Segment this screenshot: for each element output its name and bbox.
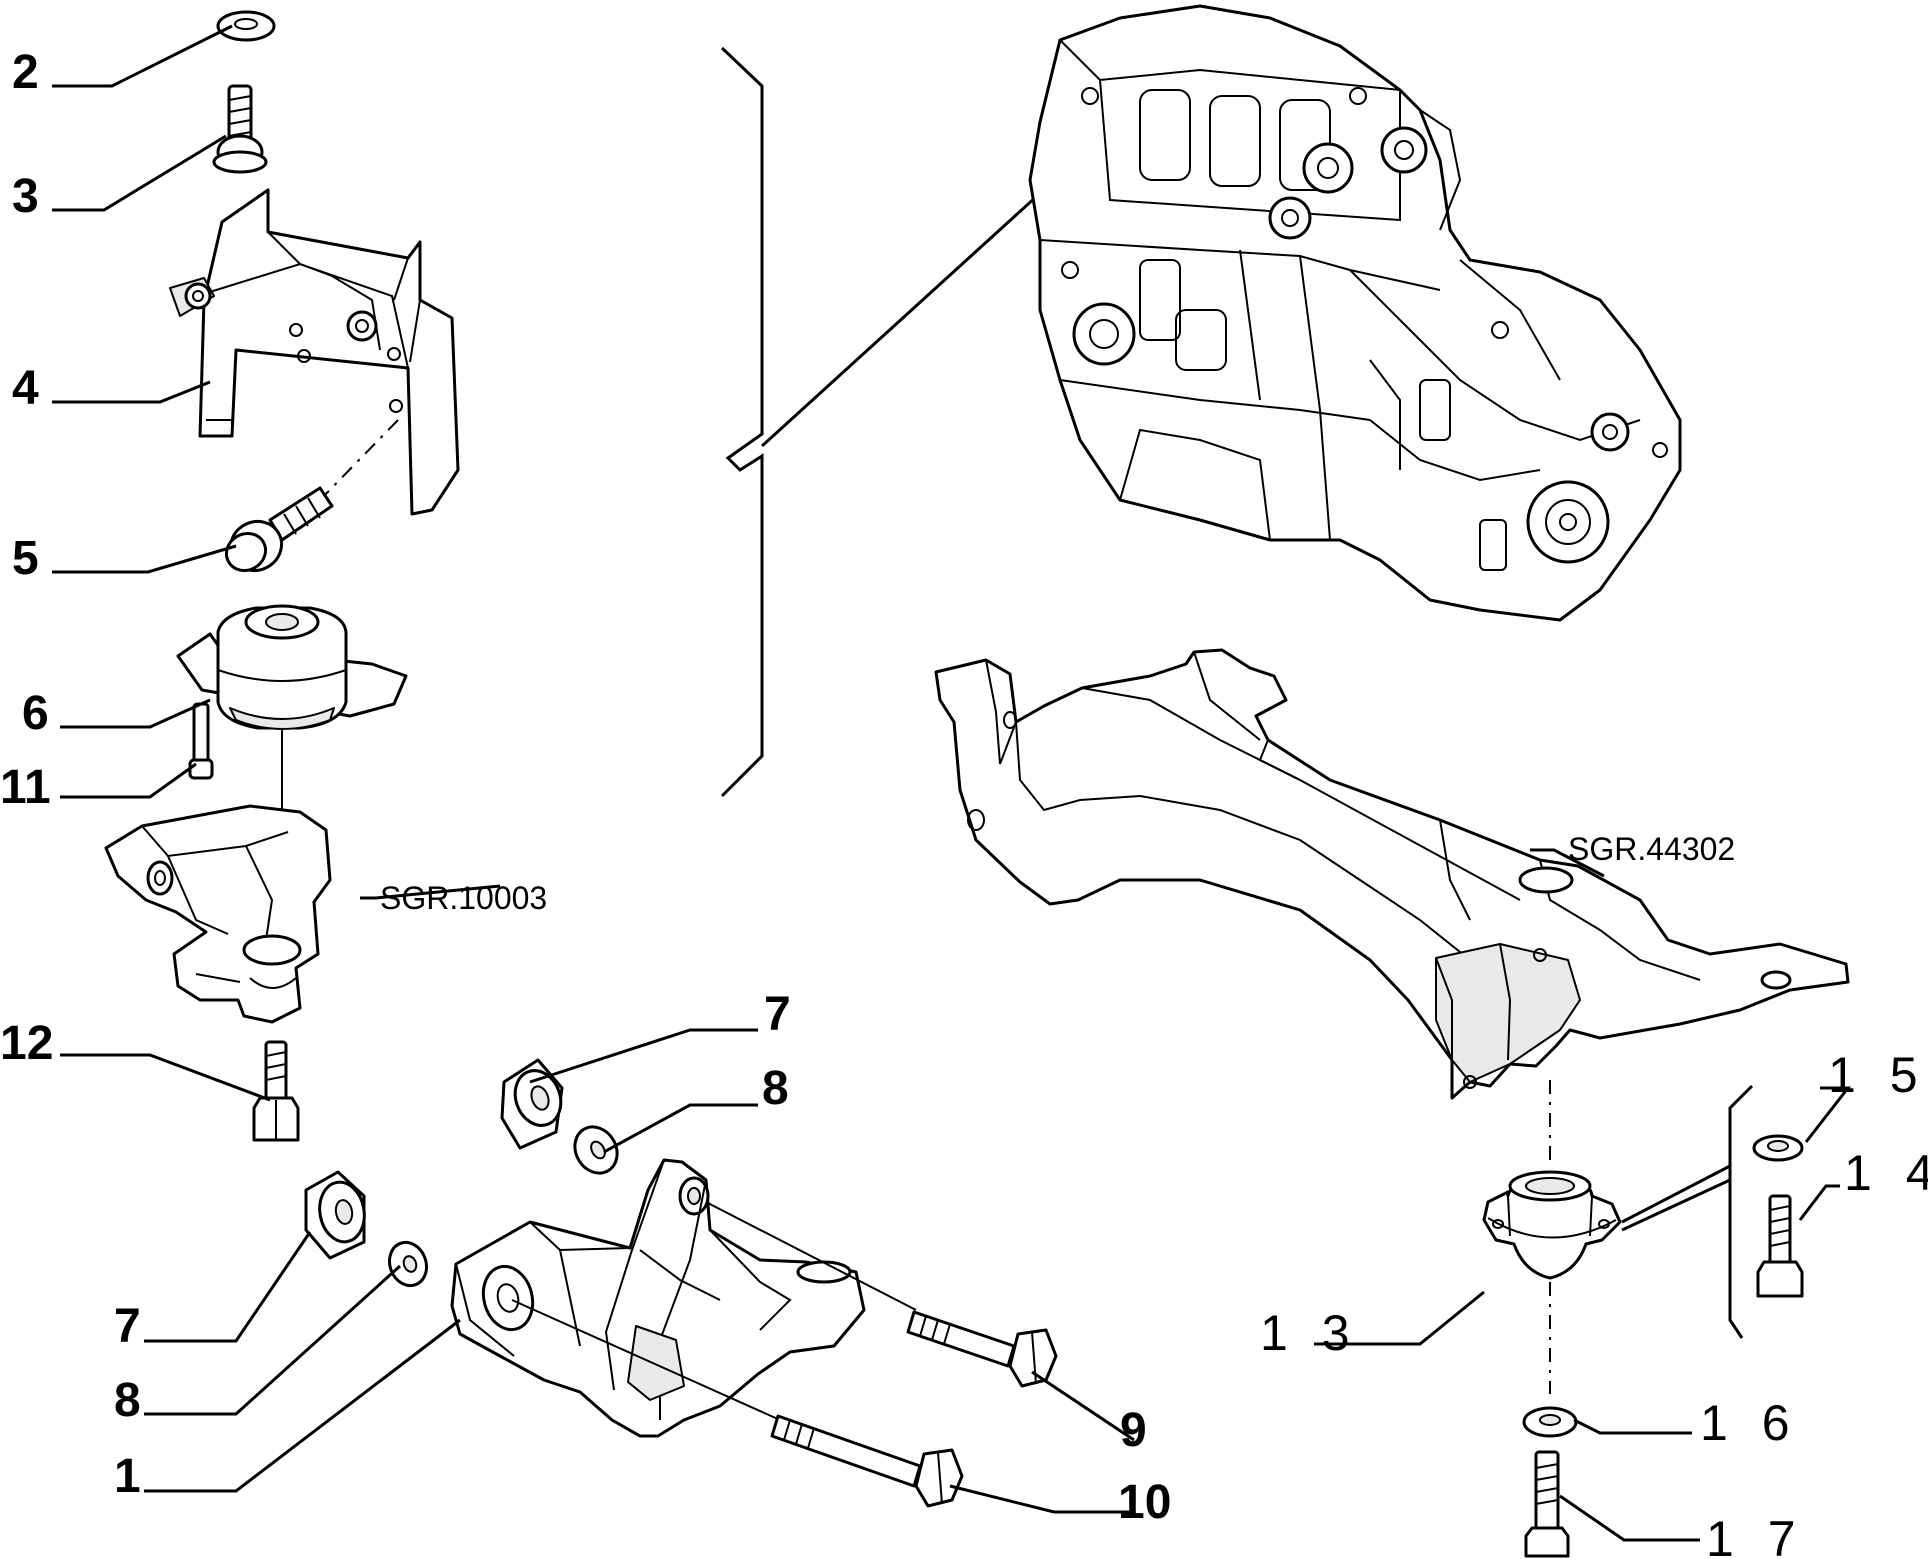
- callout-17: 1 7: [1706, 1511, 1806, 1559]
- support-bracket: [104, 804, 332, 1024]
- rubber-mount-part-13: [1482, 1170, 1622, 1280]
- bushing-part-7-lower: [304, 1170, 366, 1260]
- bushing-part-7-upper: [500, 1058, 564, 1150]
- callout-15: 1 5: [1828, 1047, 1928, 1103]
- engine-gearbox-illustration: [1028, 4, 1682, 622]
- bolt-part-10: [511, 1299, 964, 1508]
- callout-6: 6: [22, 687, 49, 740]
- callout-1: 1: [114, 1450, 141, 1503]
- bolt-part-17: [1524, 1450, 1570, 1558]
- callout-16: 1 6: [1700, 1395, 1800, 1451]
- bolt-part-12: [252, 1040, 300, 1142]
- reference-sgr-10003: SGR.10003: [380, 880, 547, 916]
- callout-10: 10: [1118, 1476, 1171, 1529]
- callout-5: 5: [12, 532, 39, 585]
- callout-11: 11: [0, 761, 51, 814]
- assembly-grouping-bracket: [720, 46, 764, 798]
- washer-part-8-lower: [387, 1240, 429, 1288]
- bolt-part-5: [224, 486, 334, 573]
- callout-7-upper: 7: [764, 988, 791, 1041]
- leader-lines: [52, 24, 1852, 1542]
- bracket-part-4: [169, 188, 460, 516]
- callout-9: 9: [1120, 1404, 1147, 1457]
- washer-part-16: [1522, 1406, 1578, 1438]
- callout-7-lower: 7: [114, 1300, 141, 1353]
- callout-3: 3: [12, 170, 39, 223]
- bolt-part-3: [212, 84, 268, 174]
- bolt-part-14: [1756, 1194, 1804, 1298]
- rubber-mount-part-6: [176, 604, 408, 730]
- callout-14: 1 4: [1844, 1145, 1928, 1201]
- callout-13: 1 3: [1260, 1305, 1360, 1361]
- torque-rod-part-1: [450, 1158, 866, 1438]
- callout-8-upper: 8: [762, 1062, 789, 1115]
- assembly-pointer-line: [760, 184, 1050, 448]
- hardware-grouping-bracket: [1728, 1084, 1754, 1339]
- nut-part-15: [1752, 1134, 1804, 1162]
- callout-8-lower: 8: [114, 1374, 141, 1427]
- washer-part-2: [216, 10, 276, 42]
- callout-4: 4: [12, 362, 39, 415]
- callout-2: 2: [12, 46, 39, 99]
- callout-12: 12: [0, 1017, 53, 1070]
- reference-sgr-44302: SGR.44302: [1568, 831, 1735, 867]
- crossmember-subframe: [934, 648, 1850, 1100]
- washer-part-8-upper: [573, 1125, 619, 1175]
